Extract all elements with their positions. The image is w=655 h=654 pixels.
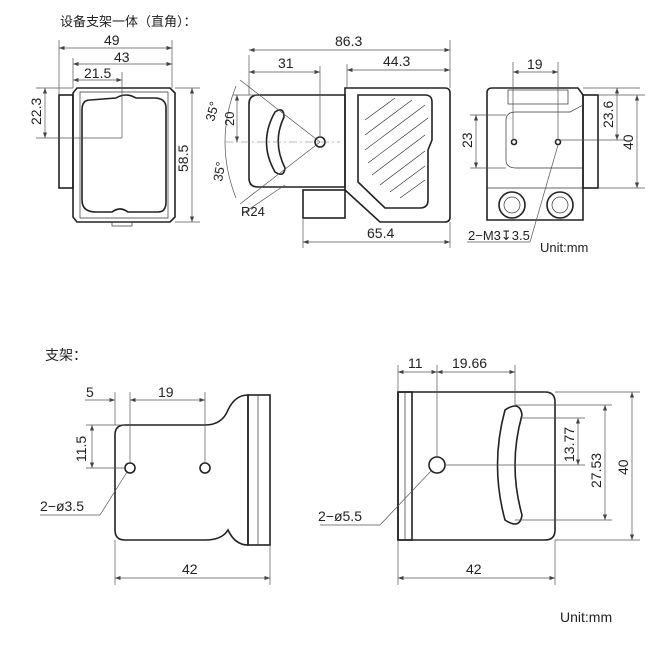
dim-23-6: 23.6 xyxy=(600,101,616,128)
dim-19-66: 19.66 xyxy=(452,355,487,371)
dim-49: 49 xyxy=(104,32,120,48)
dim-43: 43 xyxy=(114,49,130,65)
dim-19-bracket: 19 xyxy=(158,384,174,400)
dim-20: 20 xyxy=(222,112,237,126)
dim-27-53: 27.53 xyxy=(588,453,604,488)
dim-19-rear: 19 xyxy=(527,56,543,72)
unit-label-bottom: Unit:mm xyxy=(560,609,612,625)
dim-13-77: 13.77 xyxy=(561,427,577,462)
dim-86-3: 86.3 xyxy=(335,33,362,49)
dim-58-5: 58.5 xyxy=(175,145,191,172)
front-view xyxy=(36,40,200,227)
radius-label: R24 xyxy=(241,204,265,219)
dim-40-rear: 40 xyxy=(620,134,636,150)
dim-23: 23 xyxy=(459,132,475,148)
dim-11: 11 xyxy=(408,355,423,371)
hole-note-b: 2−ø5.5 xyxy=(318,508,362,524)
dim-42-a: 42 xyxy=(182,561,198,577)
dim-31: 31 xyxy=(278,55,294,71)
bracket-view-a xyxy=(40,392,271,585)
unit-label-top: Unit:mm xyxy=(540,240,588,255)
angle-top: 35° xyxy=(202,100,222,123)
bracket-view-b xyxy=(320,365,640,585)
rear-view xyxy=(467,62,645,243)
dim-42-b: 42 xyxy=(466,561,482,577)
thread-note: 2−M3↧3.5 xyxy=(468,228,530,243)
section-title-bracket: 支架： xyxy=(45,347,87,363)
dim-21-5: 21.5 xyxy=(84,65,111,81)
side-view xyxy=(224,40,451,248)
dim-5: 5 xyxy=(86,384,94,400)
section-title-integrated: 设备支架一体（直角）： xyxy=(60,14,197,29)
dim-40-bracket: 40 xyxy=(615,459,631,475)
angle-bottom: 35° xyxy=(210,161,228,183)
dim-22-3: 22.3 xyxy=(28,98,44,125)
dim-65-4: 65.4 xyxy=(367,225,394,241)
hole-note-a: 2−ø3.5 xyxy=(40,498,84,514)
dim-44-3: 44.3 xyxy=(383,53,410,69)
dim-11-5: 11.5 xyxy=(73,436,89,462)
